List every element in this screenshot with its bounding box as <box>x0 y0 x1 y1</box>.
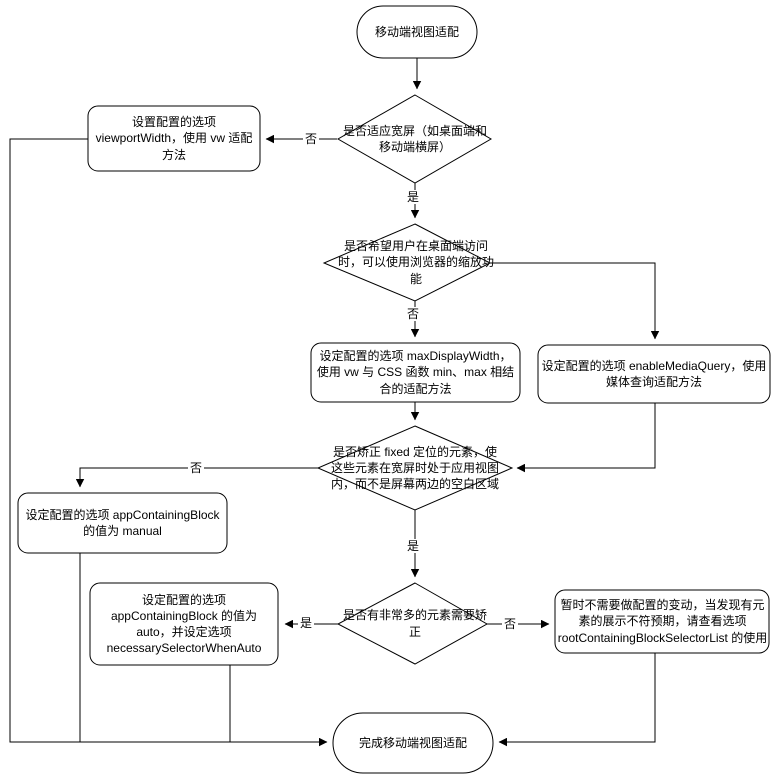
decision-widescreen-shape <box>336 94 492 184</box>
appcontainingblock-manual-box-shape <box>17 492 228 554</box>
decision-browser-zoom-shape <box>322 223 492 302</box>
edge-viewportwidth-to-end <box>9 138 328 747</box>
edge-label-d4-yes: 是 <box>297 616 315 630</box>
edge-d2-to-enablemediaquery <box>490 262 660 340</box>
appcontainingblock-auto-box-shape <box>89 582 279 666</box>
edge-label-d3-no: 否 <box>187 461 205 475</box>
edge-label-d1-yes: 是 <box>404 190 422 204</box>
no-change-box-shape <box>554 589 770 654</box>
maxdisplaywidth-box-shape <box>310 342 521 403</box>
edge-d3-no-to-manual <box>75 467 318 488</box>
decision-fix-fixed-shape <box>316 425 514 511</box>
start-node-shape <box>356 5 478 59</box>
edge-label-d4-no: 否 <box>501 617 519 631</box>
end-node-shape <box>332 712 494 774</box>
viewportwidth-box-shape <box>87 105 261 172</box>
enablemediaquery-box-shape <box>537 344 771 404</box>
edge-nochange-to-end <box>498 653 656 747</box>
edge-enablemediaquery-to-d3 <box>516 403 656 473</box>
edge-label-d3-yes: 是 <box>404 539 422 553</box>
decision-many-elements-shape <box>336 582 489 665</box>
edge-label-d2-no: 否 <box>404 307 422 321</box>
edge-label-d1-no: 否 <box>302 132 320 146</box>
